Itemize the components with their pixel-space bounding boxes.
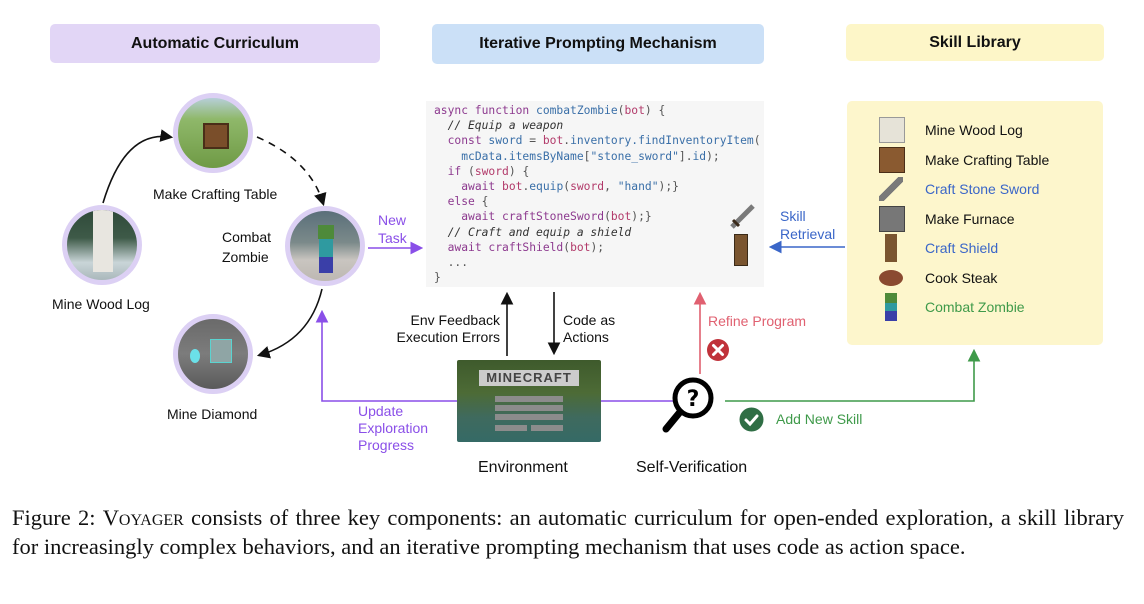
curriculum-node-crafting-table bbox=[173, 93, 253, 173]
shield-icon bbox=[734, 234, 748, 266]
menu-button-icon bbox=[495, 414, 563, 420]
menu-button-icon bbox=[495, 405, 563, 411]
arrow-update-exploration bbox=[315, 309, 457, 402]
crafting-table-icon bbox=[879, 146, 905, 173]
svg-text:?: ? bbox=[687, 387, 700, 412]
automatic-curriculum-header: Automatic Curriculum bbox=[50, 24, 380, 63]
skill-label: Make Crafting Table bbox=[925, 151, 1050, 168]
figure-caption: Figure 2: Voyager consists of three key … bbox=[12, 503, 1124, 561]
furnace-icon bbox=[879, 205, 905, 232]
curriculum-node-mine-wood-log bbox=[62, 205, 142, 285]
skill-label: Combat Zombie bbox=[925, 299, 1025, 315]
magnifier-question-icon: ? bbox=[662, 377, 714, 433]
crafting-table-scene-icon bbox=[203, 123, 229, 149]
automatic-curriculum-title: Automatic Curriculum bbox=[130, 34, 299, 52]
code-line: if (sword) { bbox=[447, 164, 530, 178]
code-line: mcData.itemsByName["stone_sword"].id); bbox=[461, 149, 720, 163]
skill-label: Craft Shield bbox=[925, 240, 999, 256]
skill-label: Make Furnace bbox=[925, 210, 1015, 227]
zombie-legs-icon bbox=[319, 257, 333, 273]
caption-text: consists of three key components: an aut… bbox=[12, 505, 1124, 559]
stone-sword-icon bbox=[879, 177, 903, 201]
code-line: await craftStoneSword(bot);} bbox=[461, 210, 652, 224]
label-env-feedback-1: Env Feedback bbox=[410, 312, 501, 328]
x-circle-icon bbox=[707, 339, 729, 361]
label-environment: Environment bbox=[478, 459, 568, 476]
birch-tree-icon bbox=[93, 210, 113, 272]
label-mine-wood-log: Mine Wood Log bbox=[52, 296, 150, 312]
skill-library-header: Skill Library bbox=[846, 24, 1104, 61]
iterative-prompting-header: Iterative Prompting Mechanism bbox=[432, 24, 764, 64]
iterative-prompting-title: Iterative Prompting Mechanism bbox=[479, 35, 717, 52]
code-line: else { bbox=[447, 195, 489, 209]
birch-log-icon bbox=[879, 117, 905, 143]
label-add-new-skill: Add New Skill bbox=[776, 411, 863, 427]
label-combat-zombie-1: Combat bbox=[222, 229, 272, 245]
label-new-task-2: Task bbox=[378, 230, 407, 246]
steak-icon bbox=[879, 269, 903, 286]
label-code-as-actions-2: Actions bbox=[563, 329, 609, 345]
label-skill-retrieval-1: Skill bbox=[780, 208, 806, 224]
skill-label: Craft Stone Sword bbox=[925, 181, 1040, 197]
label-refine-program: Refine Program bbox=[708, 313, 807, 329]
diamond-icon bbox=[190, 349, 200, 363]
skill-library-title: Skill Library bbox=[929, 33, 1021, 51]
caption-prefix: Figure 2: bbox=[12, 505, 103, 530]
minecraft-environment-screenshot: MINECRAFT bbox=[457, 360, 601, 442]
caption-name: Voyager bbox=[102, 505, 184, 530]
zombie-body-icon bbox=[319, 239, 333, 257]
menu-button-icon bbox=[531, 425, 563, 431]
label-env-feedback-2: Execution Errors bbox=[396, 329, 500, 345]
label-self-verification: Self-Verification bbox=[636, 459, 748, 476]
curriculum-node-mine-diamond bbox=[173, 314, 253, 394]
arrow-zombie-to-diamond bbox=[256, 288, 323, 359]
label-combat-zombie-2: Zombie bbox=[222, 249, 269, 265]
curriculum-node-combat-zombie bbox=[285, 206, 365, 286]
skill-label: Cook Steak bbox=[925, 269, 998, 286]
menu-button-icon bbox=[495, 396, 563, 402]
minecraft-logo-icon: MINECRAFT bbox=[479, 370, 579, 386]
label-make-crafting-table: Make Crafting Table bbox=[153, 186, 278, 202]
label-update-2: Exploration bbox=[358, 420, 429, 436]
arrow-wood-to-table bbox=[102, 129, 174, 204]
check-circle-icon bbox=[739, 407, 764, 432]
label-update-3: Progress bbox=[358, 437, 415, 453]
code-line: await craftShield(bot); bbox=[447, 240, 605, 254]
code-line: async function combatZombie(bot) { bbox=[434, 104, 666, 117]
stone-sword-icon bbox=[730, 204, 755, 229]
code-line: ... bbox=[434, 256, 469, 270]
label-update-1: Update bbox=[358, 403, 404, 419]
label-mine-diamond: Mine Diamond bbox=[167, 406, 258, 422]
skill-label: Mine Wood Log bbox=[925, 122, 1023, 138]
diamond-ore-icon bbox=[210, 339, 232, 363]
zombie-icon bbox=[885, 293, 897, 321]
menu-button-icon bbox=[495, 425, 527, 431]
code-line: } bbox=[434, 271, 441, 285]
zombie-head-icon bbox=[318, 225, 334, 239]
arrow-add-new-skill bbox=[725, 348, 981, 402]
code-line: const sword = bot.inventory.findInventor… bbox=[447, 134, 761, 148]
label-skill-retrieval-2: Retrieval bbox=[780, 226, 836, 242]
code-line: await bot.equip(sword, "hand");} bbox=[461, 180, 679, 194]
label-code-as-actions-1: Code as bbox=[563, 312, 616, 328]
shield-icon bbox=[885, 234, 897, 262]
label-new-task-1: New bbox=[378, 212, 407, 228]
code-line: // Craft and equip a shield bbox=[434, 225, 632, 239]
code-block: async function combatZombie(bot) { // Eq… bbox=[426, 101, 764, 287]
code-line: // Equip a weapon bbox=[434, 119, 564, 133]
